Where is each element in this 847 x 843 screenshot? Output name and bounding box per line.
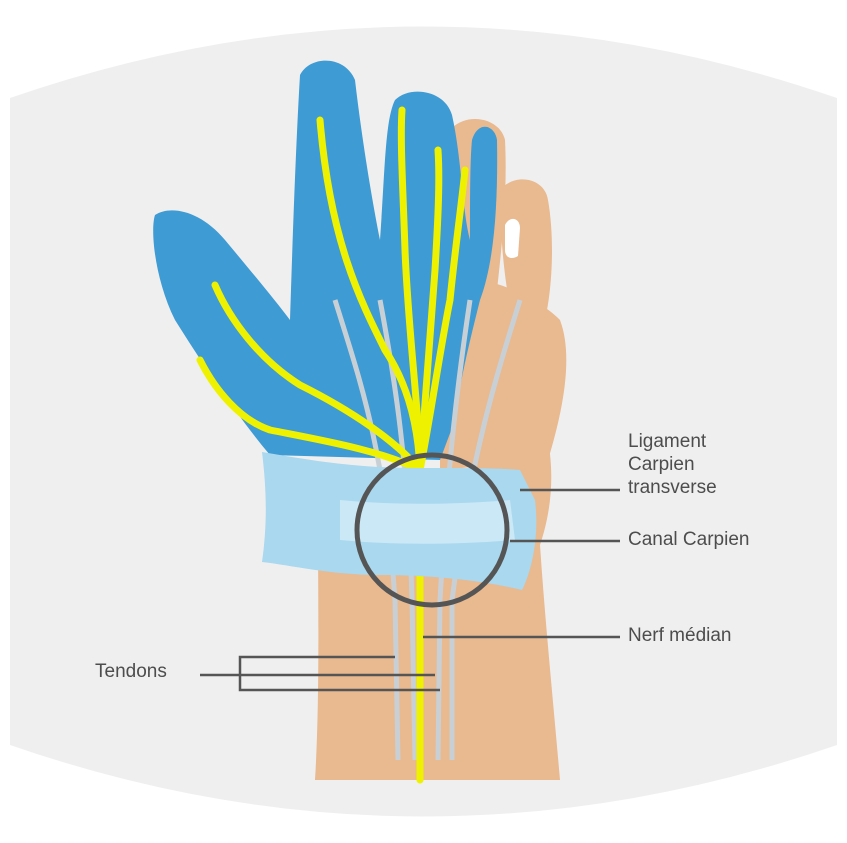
ligament-fold — [340, 500, 515, 544]
label-ligament-line-2: Carpien — [628, 453, 717, 476]
label-ligament-line-3: transverse — [628, 476, 717, 499]
label-ligament: Ligament Carpien transverse — [628, 430, 717, 499]
label-nerf-median: Nerf médian — [628, 624, 732, 647]
label-ligament-line-1: Ligament — [628, 430, 717, 453]
label-tendons: Tendons — [95, 660, 167, 683]
nail-hole — [505, 219, 520, 258]
label-canal-carpien: Canal Carpien — [628, 528, 749, 551]
